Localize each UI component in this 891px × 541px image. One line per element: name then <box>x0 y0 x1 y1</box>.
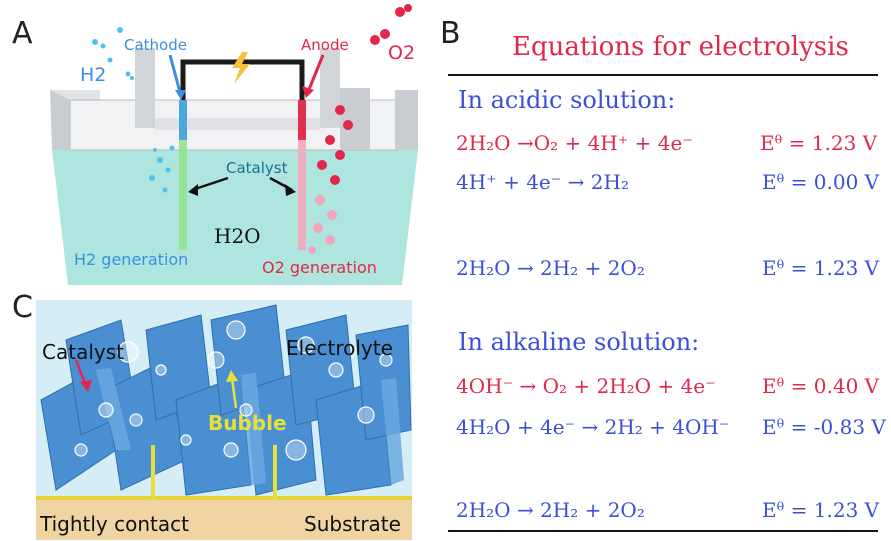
catalyst-arrowhead-c <box>80 380 92 392</box>
bubble-arrow <box>230 377 238 409</box>
equations-title: Equations for electrolysis <box>512 32 849 62</box>
contact-pillars <box>151 445 277 500</box>
substrate-label: Substrate <box>304 512 401 536</box>
cathode-catalyst <box>179 140 187 250</box>
anode-rod <box>298 100 306 140</box>
cell-wall-right <box>395 90 418 150</box>
divider-post-right <box>320 48 340 128</box>
panel-a-letter: A <box>12 16 33 51</box>
anode-arrowhead <box>302 86 314 98</box>
h2-label: H2 <box>80 64 107 86</box>
bottom-rule <box>448 530 878 532</box>
cathode-rod <box>179 100 187 140</box>
alkaline-potential-1: Eᶿ = 0.40 V <box>762 374 880 398</box>
panel-c-letter: C <box>12 290 33 325</box>
alkaline-heading: In alkaline solution: <box>458 328 700 356</box>
h2-generation-label: H2 generation <box>74 250 189 269</box>
alkaline-eq-2: 4H₂O + 4e⁻ → 2H₂ + 4OH⁻ <box>456 415 730 439</box>
cathode-label: Cathode <box>124 36 187 54</box>
bubble-label: Bubble <box>208 411 287 435</box>
tightly-contact-label: Tightly contact <box>40 512 189 536</box>
alkaline-potential-overall: Eᶿ = 1.23 V <box>762 498 880 522</box>
catalyst-label-a: Catalyst <box>226 159 288 177</box>
acidic-eq-2: 4H⁺ + 4e⁻ → 2H₂ <box>456 170 629 194</box>
o2-bubbles-faint <box>308 195 337 254</box>
o2-bubbles <box>317 4 412 185</box>
bubble-arrowhead <box>226 370 238 382</box>
anode-catalyst <box>298 140 306 250</box>
acidic-potential-2: Eᶿ = 0.00 V <box>762 170 880 194</box>
acidic-eq-1: 2H₂O →O₂ + 4H⁺ + 4e⁻ <box>456 131 693 155</box>
cathode-arrow <box>168 54 183 97</box>
anode-arrow <box>306 54 325 93</box>
panel-b-letter: B <box>440 16 461 51</box>
catalyst-arrowhead-right <box>285 184 296 196</box>
water-label: H2O <box>214 224 261 248</box>
water-volume <box>52 150 418 285</box>
bubbles <box>74 320 393 461</box>
electrolysis-cell-illustration <box>50 4 418 285</box>
substrate-region <box>36 498 412 540</box>
cell-wall-right-inner <box>340 88 370 150</box>
divider-post-left <box>135 48 155 128</box>
catalyst-surface-illustration <box>36 300 412 540</box>
alkaline-potential-2: Eᶿ = -0.83 V <box>762 415 886 439</box>
anode-label: Anode <box>301 36 349 54</box>
title-rule <box>448 74 878 76</box>
o2-generation-label: O2 generation <box>262 258 377 277</box>
catalyst-arrowhead-left <box>188 184 198 196</box>
cathode-arrowhead <box>175 90 186 100</box>
acidic-potential-1: Eᶿ = 1.23 V <box>760 131 878 155</box>
acidic-heading: In acidic solution: <box>458 86 676 114</box>
divider-bridge <box>155 118 320 130</box>
h2-bubbles <box>92 27 175 193</box>
acidic-potential-overall: Eᶿ = 1.23 V <box>762 256 880 280</box>
catalyst-label-c: Catalyst <box>42 340 124 364</box>
acidic-eq-overall: 2H₂O → 2H₂ + 2O₂ <box>456 256 645 280</box>
lightning-icon <box>232 52 250 84</box>
cell-wall-left <box>50 90 70 150</box>
electrolyte-label: Electrolyte <box>286 336 393 360</box>
alkaline-eq-overall: 2H₂O → 2H₂ + 2O₂ <box>456 498 645 522</box>
alkaline-eq-1: 4OH⁻ → O₂ + 2H₂O + 4e⁻ <box>456 374 716 398</box>
o2-label: O2 <box>388 42 416 64</box>
cell-rim-left <box>50 90 100 100</box>
